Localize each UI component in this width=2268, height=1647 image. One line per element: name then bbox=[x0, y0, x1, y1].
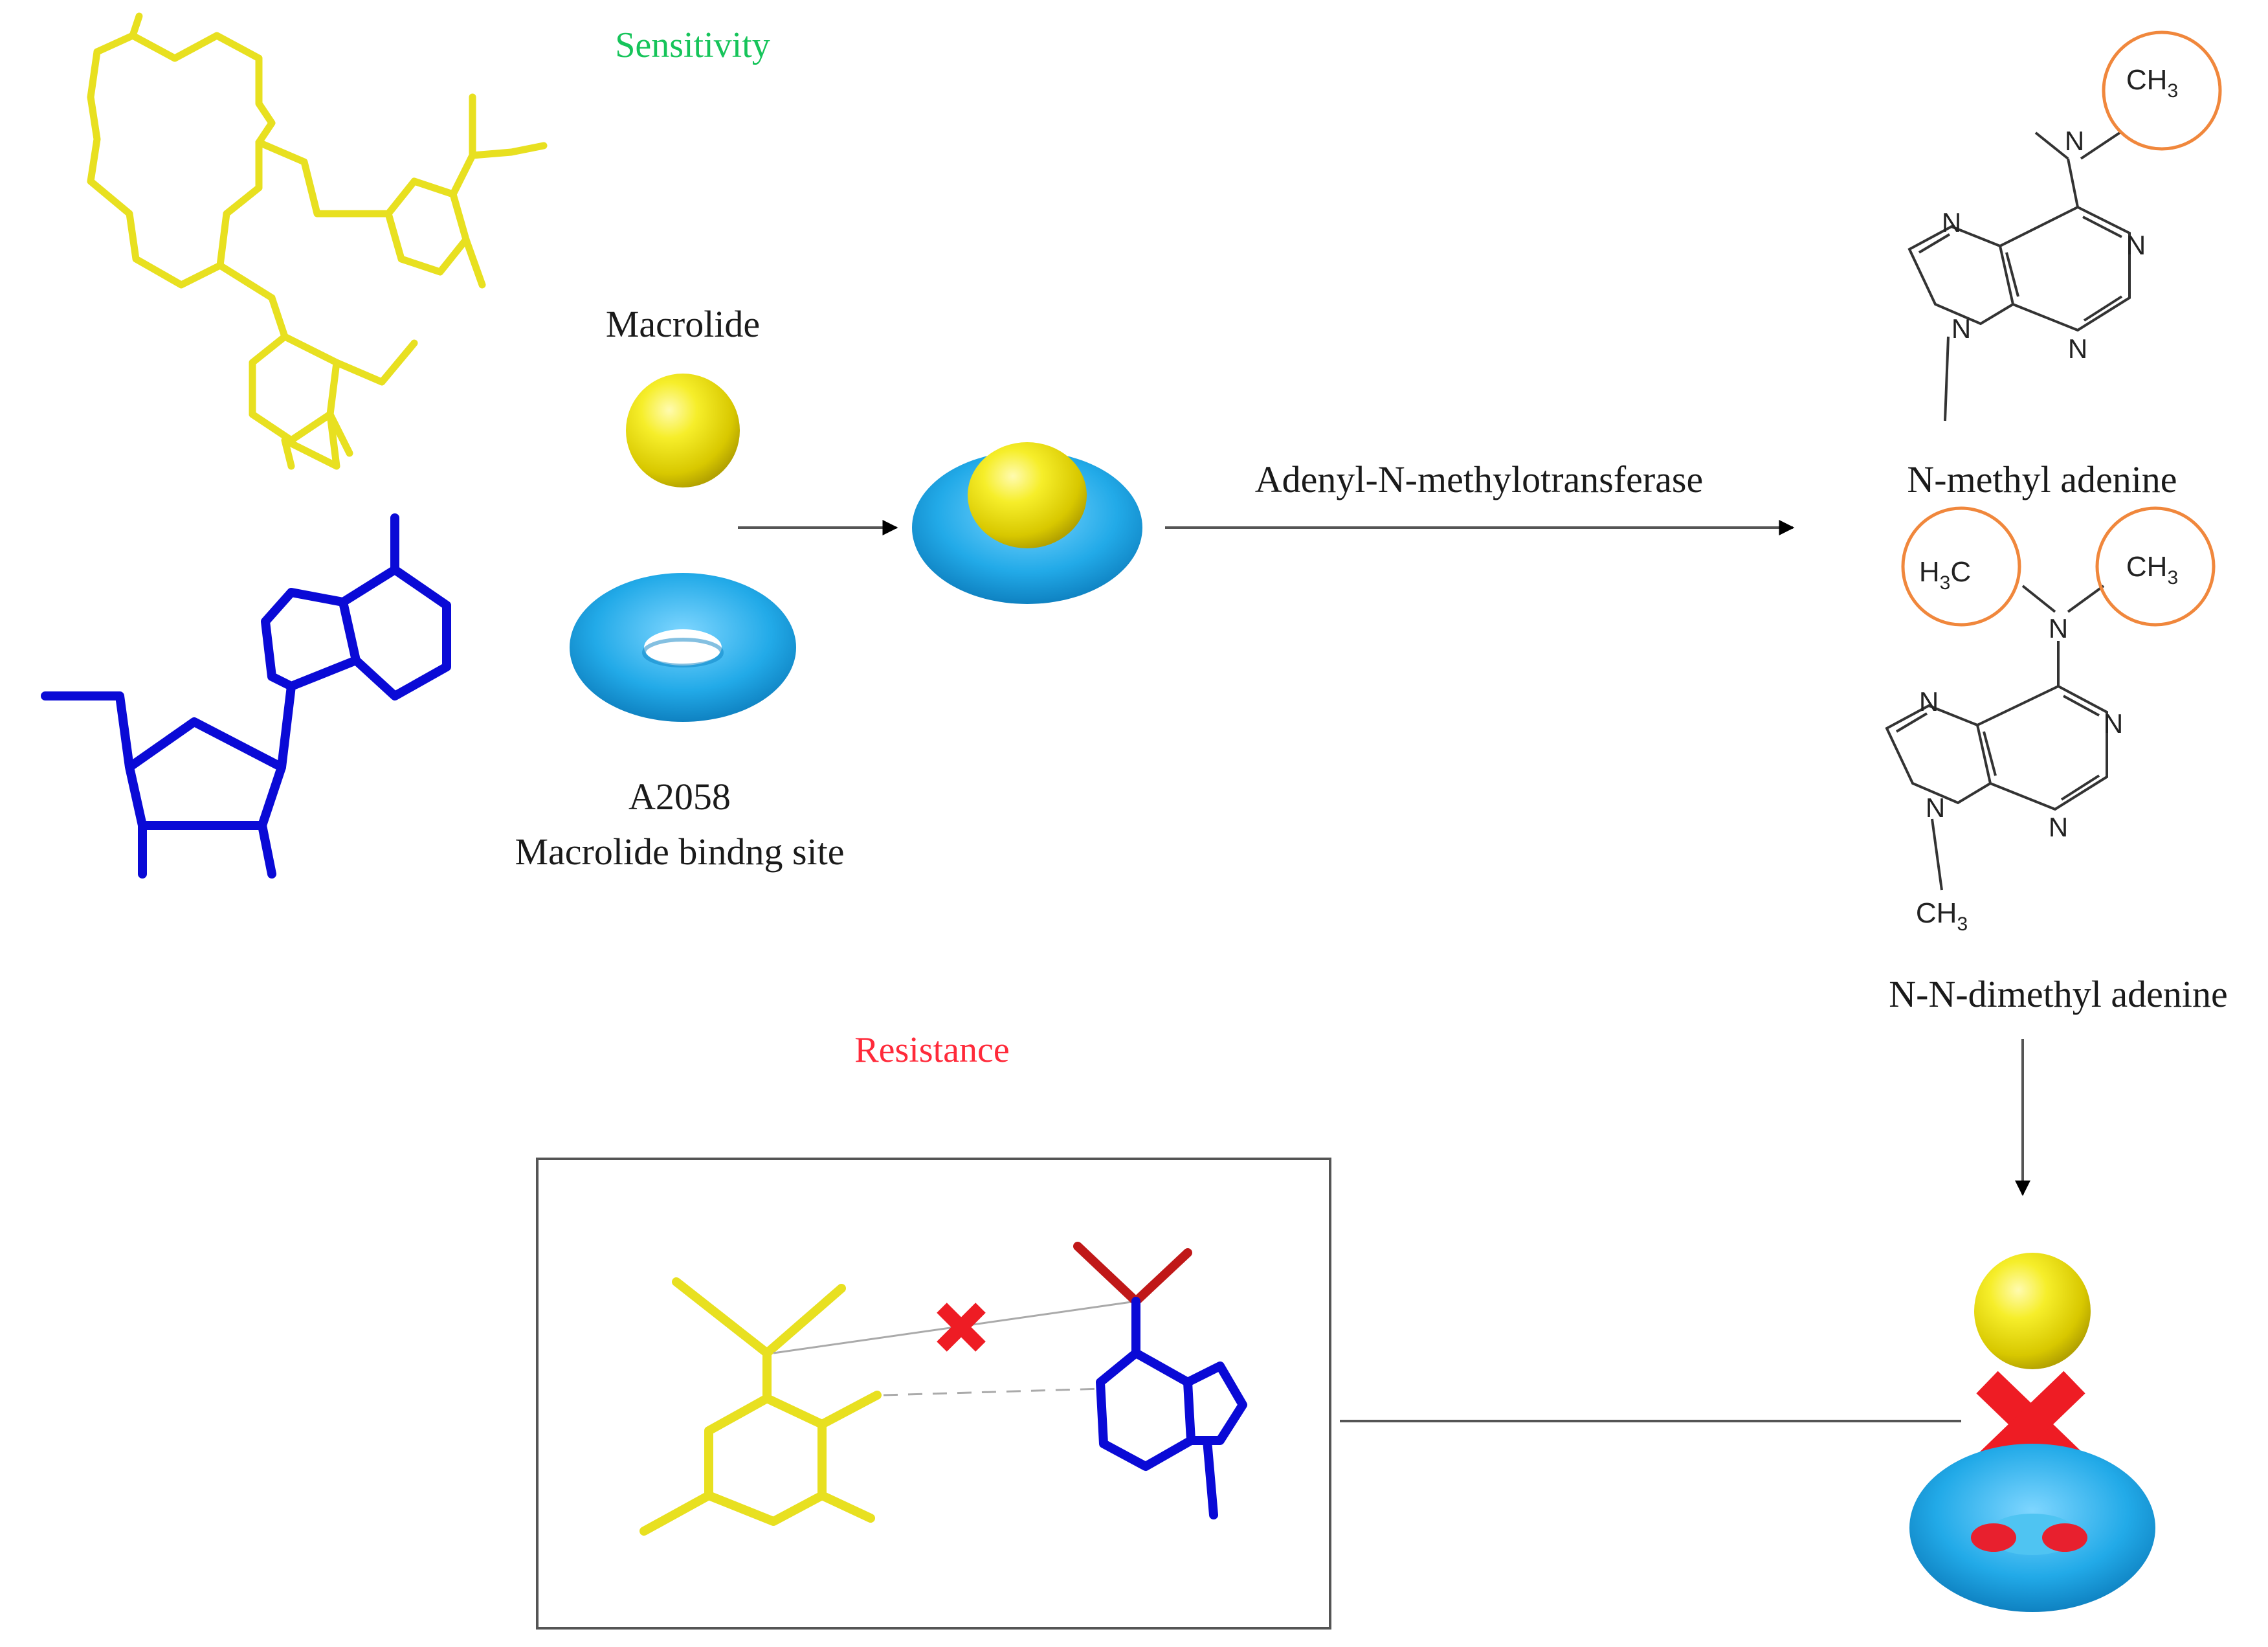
n-label: N bbox=[1926, 792, 1945, 823]
resistance-detail-nucleotide bbox=[1096, 1297, 1247, 1519]
n-label: N bbox=[1951, 313, 1971, 344]
n-label: N bbox=[2049, 613, 2068, 644]
n-label: N bbox=[2126, 230, 2146, 260]
methyl-circle bbox=[2102, 30, 2222, 151]
ch3-label: CH3 bbox=[2126, 64, 2178, 102]
binding-site-label-1: A2058 bbox=[628, 776, 731, 818]
n-label: N bbox=[2104, 708, 2123, 739]
macrolide-ball bbox=[626, 374, 740, 487]
n-label: N bbox=[1919, 686, 1939, 717]
macrolide-label: Macrolide bbox=[606, 303, 760, 345]
binding-site-torus bbox=[570, 573, 796, 722]
n-label: N bbox=[1942, 207, 1961, 238]
resistance-detail-yellow bbox=[639, 1277, 882, 1536]
n-label: N bbox=[2049, 812, 2068, 842]
n-label: N bbox=[2065, 126, 2084, 156]
interaction-line-dashed bbox=[883, 1387, 1104, 1396]
blocked-binding bbox=[1909, 1253, 2155, 1612]
ch3-label: CH3 bbox=[1916, 897, 1968, 935]
nn-dimethyl-adenine-structure: H3C CH3 N N N N N CH3 bbox=[1885, 506, 2216, 935]
n-methyl-adenine-structure: N N N N N CH3 bbox=[1907, 30, 2222, 421]
macrolide-ball-blocked bbox=[1974, 1253, 2091, 1369]
nn-dimethyl-adenine-label: N-N-dimethyl adenine bbox=[1889, 973, 2227, 1015]
binding-site-label-2: Macrolide bindng site bbox=[515, 831, 844, 873]
n-methyl-adenine-label: N-methyl adenine bbox=[1907, 458, 2177, 500]
h3c-label: H3C bbox=[1919, 556, 1971, 594]
methyl-circle-left bbox=[1901, 506, 2021, 627]
ch3-label: CH3 bbox=[2126, 551, 2178, 588]
sensitivity-label: Sensitivity bbox=[615, 25, 770, 65]
macrolide-skeleton bbox=[87, 12, 548, 470]
interaction-x-icon bbox=[937, 1303, 986, 1352]
n-label: N bbox=[2068, 333, 2087, 364]
methyl-circle-right bbox=[2095, 506, 2216, 627]
bound-complex bbox=[912, 442, 1142, 604]
a2058-nucleotide bbox=[41, 513, 451, 879]
resistance-label: Resistance bbox=[854, 1030, 1009, 1070]
enzyme-label: Adenyl-N-methylotransferase bbox=[1255, 458, 1704, 500]
